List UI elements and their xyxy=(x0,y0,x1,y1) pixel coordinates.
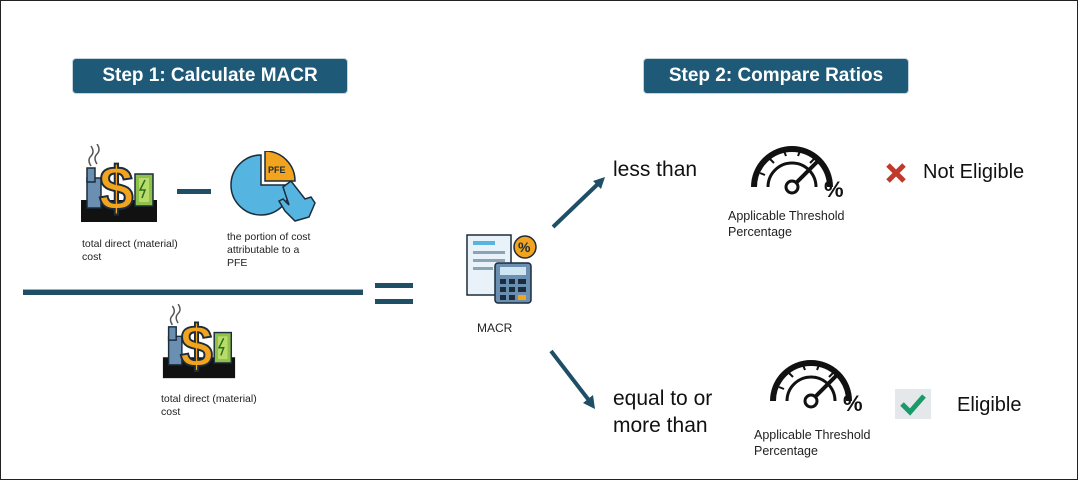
result-eligible: Eligible xyxy=(957,394,1022,416)
macr-caption: MACR xyxy=(477,321,513,335)
threshold-caption-lower: Applicable Threshold Percentage xyxy=(754,428,871,458)
threshold-caption-upper: Applicable Threshold Percentage xyxy=(728,209,845,239)
factory-dollar-icon-denominator: $ xyxy=(161,304,237,382)
equals-sign-top xyxy=(375,283,413,288)
checkmark-icon xyxy=(895,389,931,419)
factory-dollar-icon: $ xyxy=(79,144,159,226)
svg-text:%: % xyxy=(843,391,863,416)
condition-equal-or-more: equal to or more than xyxy=(613,387,713,437)
result-not-eligible: Not Eligible xyxy=(923,161,1025,183)
calculator-document-icon: % xyxy=(459,231,541,305)
gauge-icon-lower: % xyxy=(765,351,869,417)
svg-text:%: % xyxy=(518,239,531,255)
gauge-icon: % xyxy=(746,137,850,203)
denominator-caption: total direct (material) cost xyxy=(161,393,257,418)
arrow-upper xyxy=(551,177,605,229)
minus-sign xyxy=(177,189,211,194)
arrow-lower xyxy=(549,349,595,409)
step1-label: Step 1: Calculate MACR xyxy=(72,58,348,94)
numerator-right-caption: the portion of cost attributable to a PF… xyxy=(227,231,311,269)
svg-text:%: % xyxy=(824,177,844,202)
equals-sign-bottom xyxy=(375,299,413,304)
fraction-bar xyxy=(23,289,363,295)
cross-icon xyxy=(885,162,907,184)
numerator-left-caption: total direct (material) cost xyxy=(82,238,178,263)
pie-hand-icon: PFE xyxy=(221,151,317,223)
svg-text:$: $ xyxy=(180,315,213,380)
pie-label: PFE xyxy=(268,165,286,175)
condition-less-than: less than xyxy=(613,158,698,181)
svg-text:$: $ xyxy=(99,155,133,224)
step2-label: Step 2: Compare Ratios xyxy=(643,58,909,94)
